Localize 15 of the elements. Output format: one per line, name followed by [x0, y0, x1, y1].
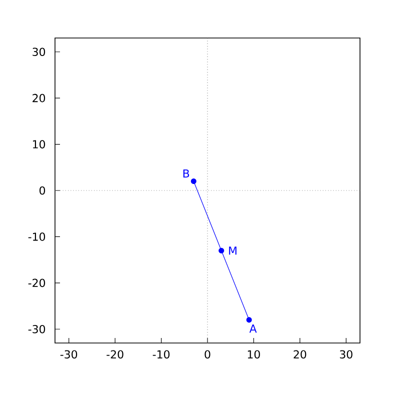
- tick-label: 0: [40, 186, 46, 195]
- tick-label: 20: [32, 94, 46, 102]
- tick-label: -10: [152, 350, 170, 359]
- tick-label: -30: [28, 324, 46, 334]
- tick-label: -30: [60, 350, 78, 359]
- tick-label: 10: [33, 140, 46, 148]
- line-segment: [193, 180, 250, 320]
- tick-label: 10: [248, 350, 260, 359]
- tick-label: 0: [204, 350, 210, 359]
- tick-label: -20: [106, 350, 124, 359]
- tick-label: -20: [28, 278, 46, 288]
- tick-label: 30: [32, 48, 46, 56]
- tick-label: 30: [340, 350, 352, 359]
- tick-label: -10: [28, 232, 46, 241]
- tick-label: 20: [294, 350, 306, 359]
